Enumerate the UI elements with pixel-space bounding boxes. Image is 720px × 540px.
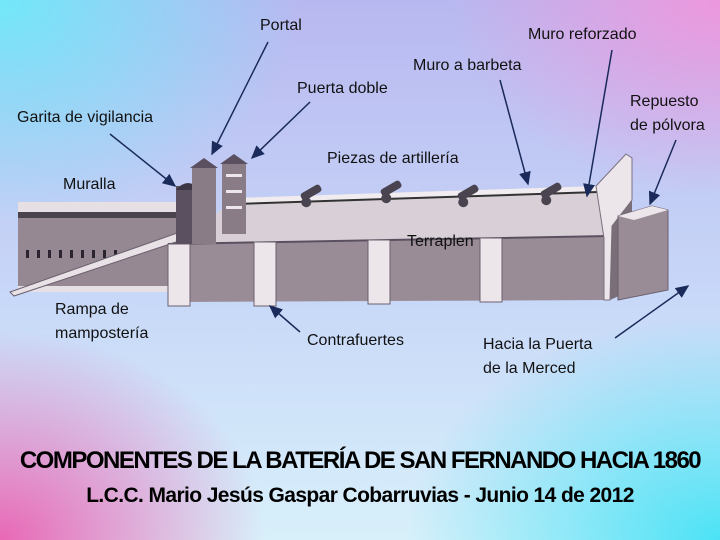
label-rampa-1: Rampa de bbox=[55, 301, 129, 318]
arrow-contrafuertes bbox=[268, 305, 301, 333]
label-garita: Garita de vigilancia bbox=[17, 109, 154, 126]
label-hacia-2: de la Merced bbox=[483, 360, 576, 377]
subtitle: L.C.C. Mario Jesús Gaspar Cobarruvias - … bbox=[86, 484, 634, 507]
arrow-muro-reforzado bbox=[583, 49, 613, 198]
arrow-repuesto bbox=[648, 139, 677, 206]
arrow-hacia bbox=[614, 285, 690, 339]
label-terraplen: Terraplen bbox=[407, 233, 474, 250]
title: COMPONENTES DE LA BATERÍA DE SAN FERNAND… bbox=[19, 447, 702, 474]
label-repuesto-1: Repuesto bbox=[630, 93, 699, 110]
label-rampa-2: mampostería bbox=[55, 325, 149, 342]
arrow-puerta-doble bbox=[250, 101, 311, 160]
label-puerta-doble: Puerta doble bbox=[297, 80, 388, 97]
label-piezas: Piezas de artillería bbox=[327, 150, 459, 167]
repuesto-polvora bbox=[617, 205, 669, 301]
label-contrafuertes: Contrafuertes bbox=[307, 332, 404, 349]
arrow-muro-barbeta bbox=[499, 79, 531, 186]
label-muro-reforzado: Muro reforzado bbox=[528, 26, 637, 43]
label-muralla: Muralla bbox=[63, 176, 116, 193]
label-portal: Portal bbox=[260, 17, 302, 34]
label-hacia-1: Hacia la Puerta bbox=[483, 336, 593, 353]
arrow-garita bbox=[109, 133, 177, 187]
arrow-portal bbox=[211, 41, 269, 156]
muralla-wall bbox=[18, 202, 180, 292]
label-muro-barbeta: Muro a barbeta bbox=[413, 57, 522, 74]
portal-towers bbox=[190, 154, 248, 244]
contrafuertes bbox=[167, 237, 503, 307]
cannons bbox=[300, 180, 562, 208]
label-repuesto-2: de pólvora bbox=[630, 117, 705, 134]
